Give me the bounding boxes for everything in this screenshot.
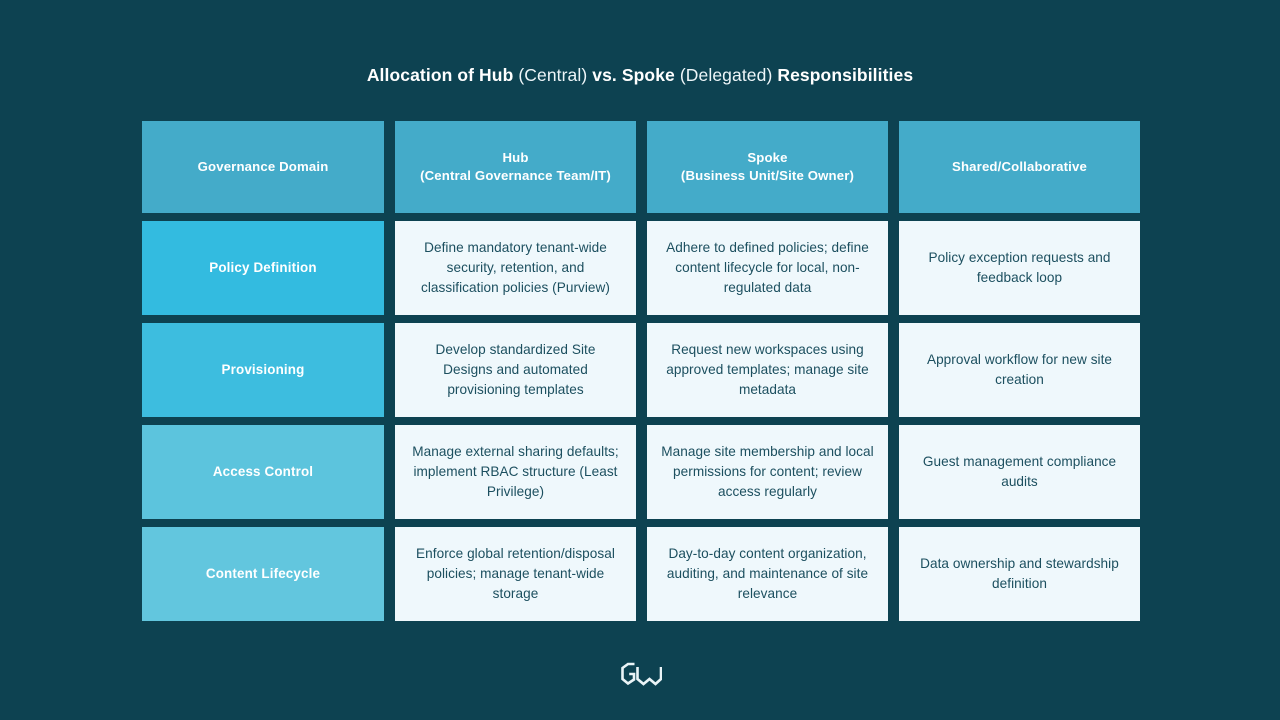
cell-spoke: Adhere to defined policies; define conte…	[647, 221, 888, 315]
domain-label: Content Lifecycle	[205, 566, 321, 581]
cell-text: Approval workflow for new site creation	[926, 352, 1113, 387]
table-header-hub: Hub (Central Governance Team/IT)	[395, 121, 636, 213]
cell-spoke: Day-to-day content organization, auditin…	[647, 527, 888, 621]
cell-hub: Define mandatory tenant-wide security, r…	[395, 221, 636, 315]
table-header-shared-collaborative: Shared/Collaborative	[899, 121, 1140, 213]
title-part-1: Allocation of Hub	[366, 65, 519, 85]
responsibility-matrix-table: Governance Domain Hub (Central Governanc…	[142, 121, 1140, 621]
header-label-line1: Shared/Collaborative	[952, 159, 1087, 174]
title-part-2: (Central)	[518, 65, 593, 85]
cell-text: Manage site membership and local permiss…	[661, 444, 874, 499]
cell-text: Guest management compliance audits	[922, 454, 1117, 489]
cell-hub: Enforce global retention/disposal polici…	[395, 527, 636, 621]
header-label-line2: (Central Governance Team/IT)	[420, 168, 611, 183]
header-label-line1: Spoke	[747, 150, 788, 165]
cell-spoke: Request new workspaces using approved te…	[647, 323, 888, 417]
cell-hub: Manage external sharing defaults; implem…	[395, 425, 636, 519]
page-title: Allocation of Hub (Central) vs. Spoke (D…	[367, 64, 913, 86]
cell-text: Request new workspaces using approved te…	[666, 342, 869, 397]
cell-text: Adhere to defined policies; define conte…	[666, 240, 869, 295]
table-row: Provisioning	[142, 323, 384, 417]
domain-label: Policy Definition	[209, 260, 317, 275]
cell-spoke: Manage site membership and local permiss…	[647, 425, 888, 519]
cell-text: Day-to-day content organization, auditin…	[666, 546, 869, 601]
title-part-4: (Delegated)	[679, 65, 778, 85]
header-label-line2: (Business Unit/Site Owner)	[680, 168, 855, 183]
title-part-3: vs. Spoke	[592, 65, 680, 85]
cell-shared: Approval workflow for new site creation	[899, 323, 1140, 417]
table-header-spoke: Spoke (Business Unit/Site Owner)	[647, 121, 888, 213]
cell-text: Manage external sharing defaults; implem…	[412, 444, 619, 499]
table-row: Content Lifecycle	[142, 527, 384, 621]
cell-shared: Guest management compliance audits	[899, 425, 1140, 519]
footer-logo-container	[0, 660, 1280, 690]
cell-text: Define mandatory tenant-wide security, r…	[420, 240, 610, 295]
title-part-5: Responsibilities	[777, 65, 914, 85]
cell-shared: Data ownership and stewardship definitio…	[899, 527, 1140, 621]
cell-text: Develop standardized Site Designs and au…	[435, 342, 596, 397]
title-container: Allocation of Hub (Central) vs. Spoke (D…	[0, 64, 1280, 98]
gw-monogram-logo-icon	[621, 662, 662, 686]
cell-shared: Policy exception requests and feedback l…	[899, 221, 1140, 315]
table-row: Access Control	[142, 425, 384, 519]
cell-hub: Develop standardized Site Designs and au…	[395, 323, 636, 417]
table-row: Policy Definition	[142, 221, 384, 315]
header-label-line1: Hub	[502, 150, 529, 165]
cell-text: Policy exception requests and feedback l…	[928, 250, 1111, 285]
domain-label: Access Control	[212, 464, 314, 479]
domain-label: Provisioning	[221, 362, 305, 377]
header-label-line1: Governance Domain	[197, 159, 329, 174]
table-header-governance-domain: Governance Domain	[142, 121, 384, 213]
cell-text: Enforce global retention/disposal polici…	[416, 546, 615, 601]
cell-text: Data ownership and stewardship definitio…	[920, 556, 1119, 591]
